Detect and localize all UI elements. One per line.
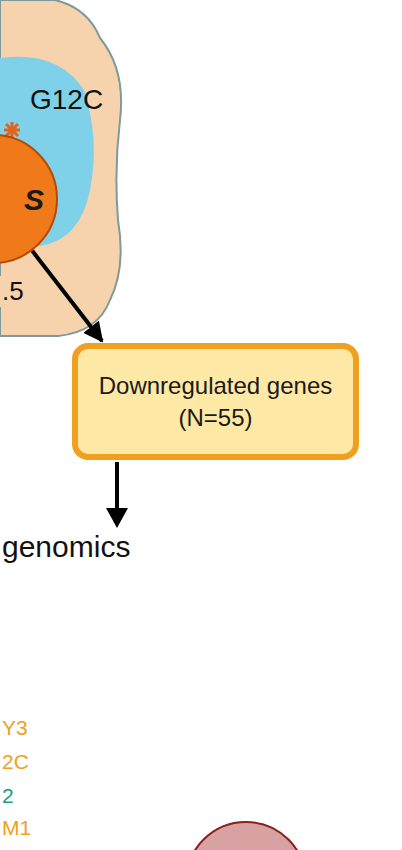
node-text: S — [24, 180, 44, 219]
gene-name: M1 — [2, 816, 31, 840]
red-circle — [186, 822, 306, 850]
arrow-connector — [32, 251, 102, 341]
output-label: genomics — [2, 530, 130, 564]
gene-name: 2C — [2, 750, 29, 774]
node-text: Downregulated genes (N=55) — [96, 370, 335, 432]
process-box: Downregulated genes (N=55) — [72, 343, 359, 460]
gene-name: 2 — [2, 784, 14, 808]
arrow-line — [115, 462, 119, 512]
mutation-label: G12C — [30, 84, 103, 116]
gene-name: Y3 — [2, 716, 28, 740]
edge-label: .5 — [0, 276, 26, 307]
arrow-head — [106, 508, 128, 528]
